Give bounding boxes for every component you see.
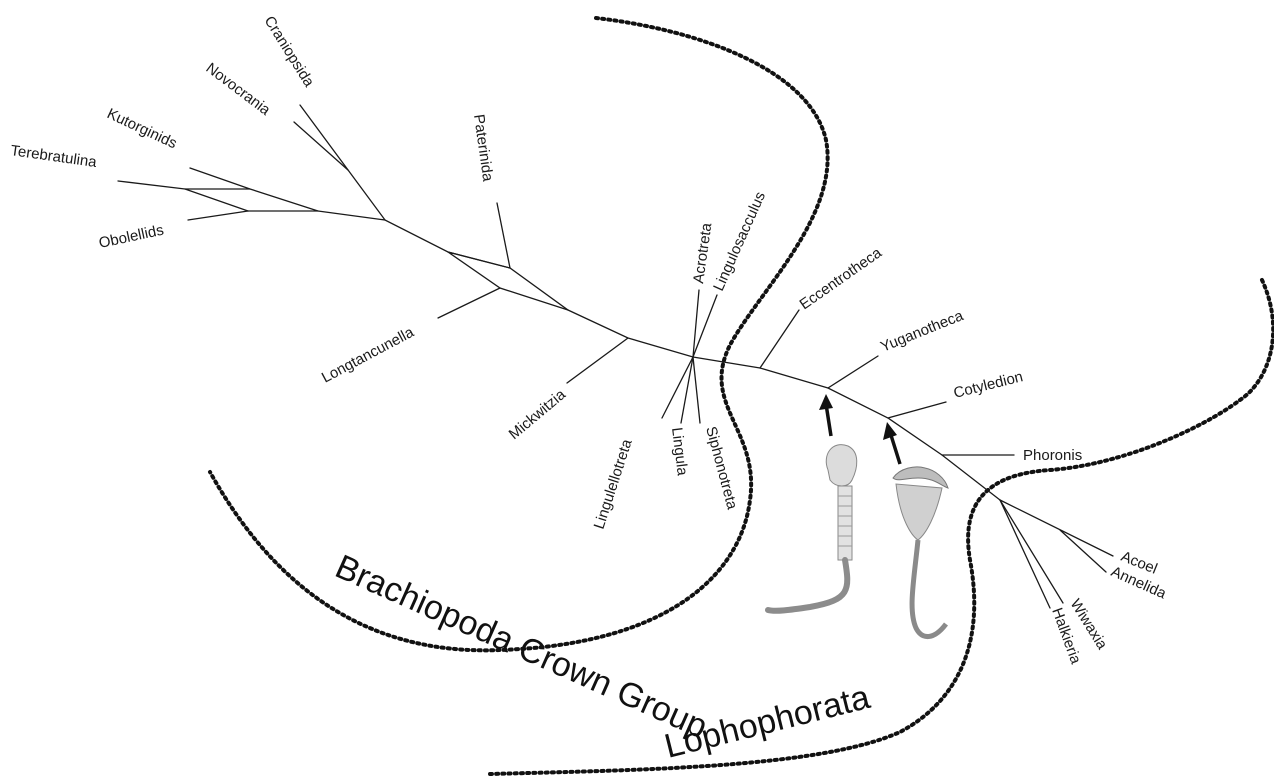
label-terebratulina: Terebratulina: [9, 142, 98, 171]
branch-lingula: [681, 357, 693, 423]
branch-mickwitzia: [567, 338, 628, 383]
label-phoronis: Phoronis: [1023, 447, 1082, 464]
label-brachiopoda-crown-group: Brachiopoda Crown Group: [330, 548, 713, 746]
branch-obolellids: [188, 211, 248, 220]
branch-lingulellotreta: [662, 357, 693, 418]
label-longtancunella: Longtancunella: [319, 323, 417, 386]
label-novocrania: Novocrania: [203, 60, 274, 120]
label-paterinida: Paterinida: [470, 113, 496, 183]
branch-yuganotheca: [828, 356, 878, 388]
label-lingula: Lingula: [668, 426, 691, 477]
branch-craniopsida: [300, 105, 385, 220]
branch-halkieria: [1000, 500, 1050, 608]
arrow-cotyledion: [883, 422, 900, 464]
branch-acrotreta: [693, 290, 699, 357]
label-lophophorata: Lophophorata: [661, 678, 874, 766]
branch-novocrania: [294, 122, 348, 170]
label-obolellids: Obolellids: [97, 222, 165, 252]
label-kutorginids: Kutorginids: [104, 105, 179, 152]
branch-paterinida: [497, 203, 510, 268]
label-acrotreta: Acrotreta: [690, 221, 715, 284]
label-mickwitzia: Mickwitzia: [506, 386, 570, 443]
label-lingulellotreta: Lingulellotreta: [591, 437, 636, 532]
brachiopoda-boundary: [210, 18, 828, 650]
label-craniopsida: Craniopsida: [261, 13, 318, 90]
yuganotheca-illustration: [768, 445, 857, 611]
label-lingulosacculus: Lingulosacculus: [710, 189, 769, 293]
branch-longtancunella: [438, 288, 500, 318]
branch-lingulosacculus: [693, 295, 717, 357]
branch-cotyledion: [888, 402, 946, 418]
label-eccentrotheca: Eccentrotheca: [797, 244, 886, 313]
branch-inner-cross: [185, 189, 248, 211]
label-yuganotheca: Yuganotheca: [878, 307, 966, 356]
label-cotyledion: Cotyledion: [952, 368, 1025, 402]
cotyledion-illustration: [893, 467, 948, 637]
label-siphonotreta: Siphonotreta: [702, 425, 741, 512]
branch-siphonotreta: [693, 357, 700, 423]
branch-eccentrotheca: [760, 310, 799, 368]
branch-annelida: [1060, 530, 1106, 572]
arrow-yuganotheca: [819, 394, 833, 436]
